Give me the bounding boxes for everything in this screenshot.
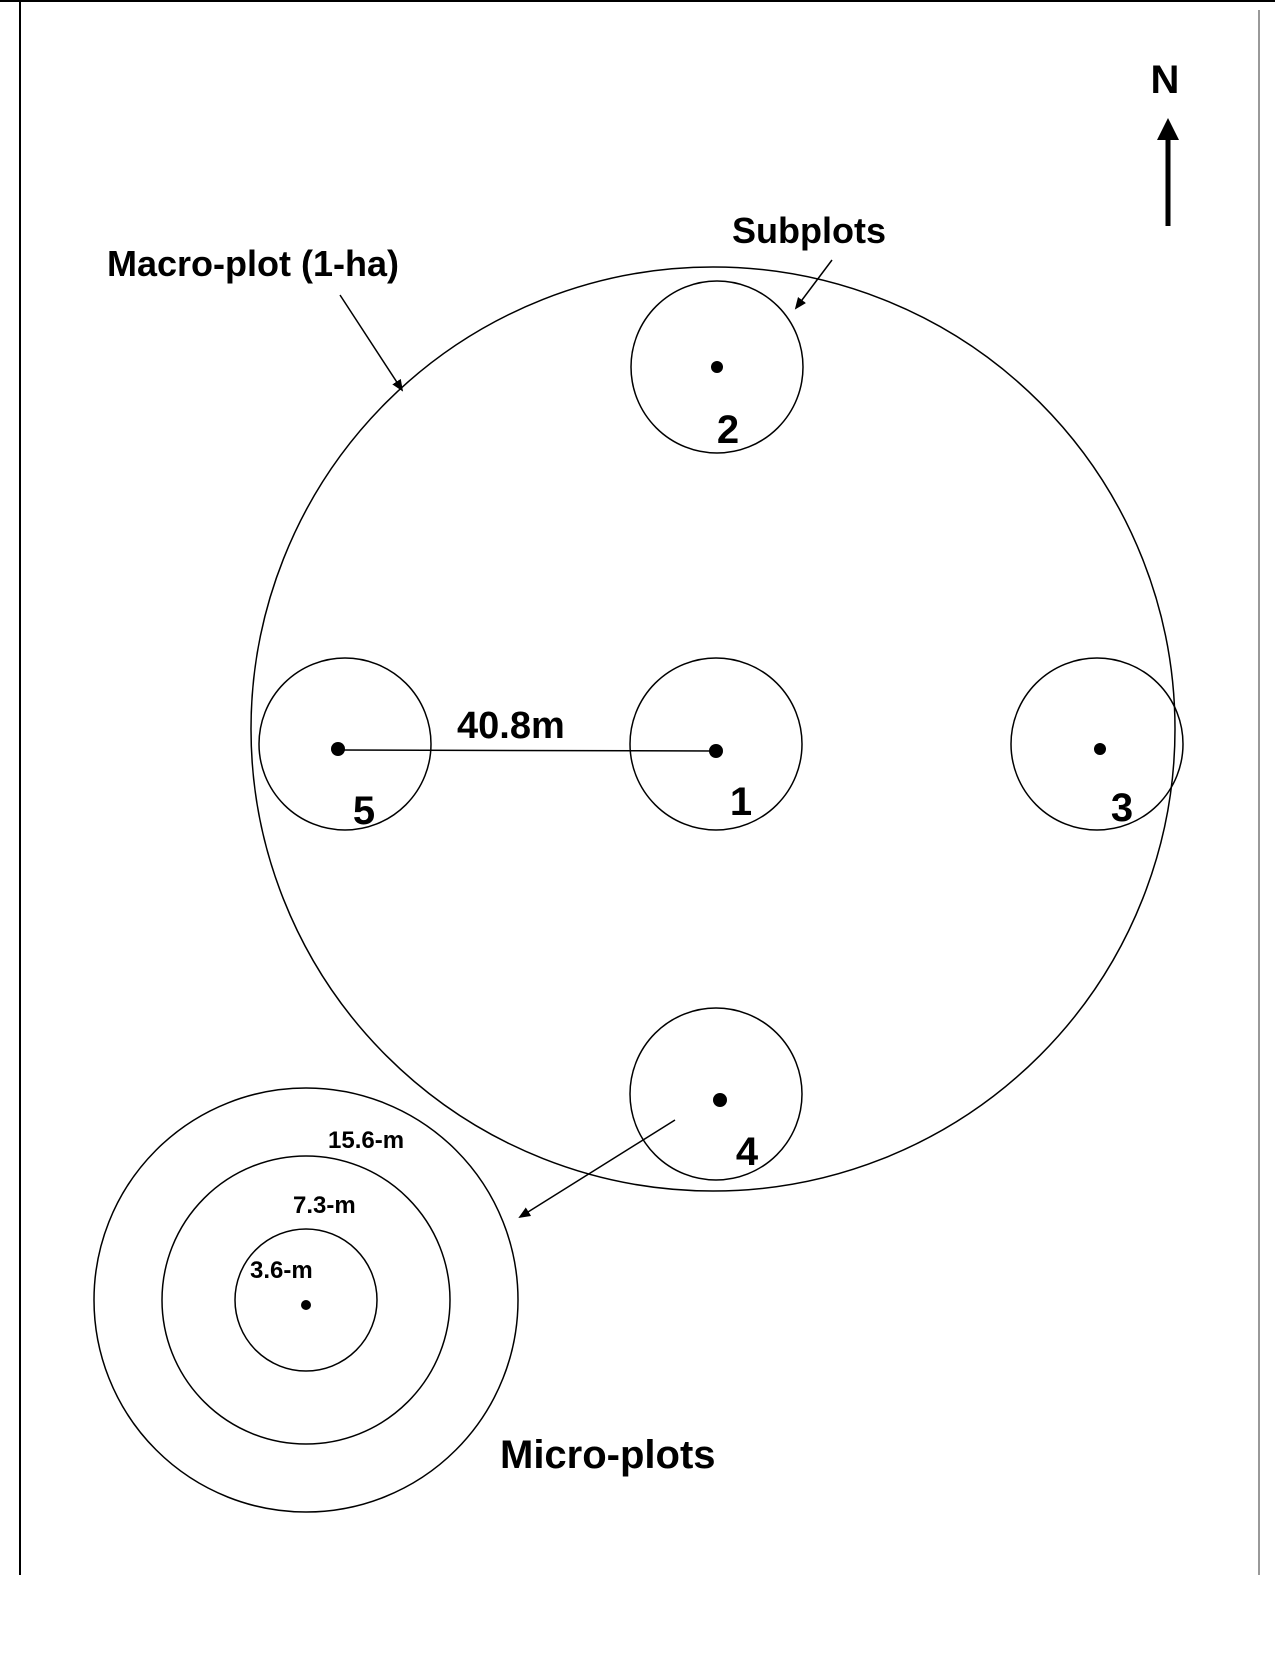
distance-line	[337, 749, 717, 752]
subplot-number: 4	[736, 1130, 759, 1174]
subplot-5: 5	[258, 657, 432, 833]
subplot-circle	[258, 657, 432, 831]
north-arrow-head-icon	[1157, 118, 1179, 140]
subplot-3: 3	[1010, 657, 1184, 831]
micro-plot-center-point	[301, 1300, 311, 1310]
micro-plot-middle-circle	[161, 1155, 451, 1445]
micro-plots-leader-arrow	[518, 1119, 676, 1219]
subplot-center-point	[713, 1093, 727, 1107]
north-label: N	[1151, 58, 1180, 102]
micro-plot-outer-circle	[93, 1087, 519, 1513]
subplot-2: 2	[630, 280, 804, 454]
subplot-number: 2	[717, 408, 739, 452]
subplots-leader-arrow	[794, 259, 833, 310]
subplot-number: 3	[1111, 786, 1133, 830]
north-arrow: N	[1151, 58, 1180, 226]
subplot-circle	[630, 280, 804, 454]
micro-plots-label: Micro-plots	[500, 1433, 716, 1477]
subplot-center-point	[711, 361, 723, 373]
subplot-number: 5	[353, 789, 375, 833]
micro-plots: 15.6-m 7.3-m 3.6-m	[93, 1087, 519, 1513]
subplot-1: 1	[629, 657, 803, 831]
micro-plot-radius-label: 15.6-m	[328, 1127, 404, 1154]
distance-label: 40.8m	[457, 705, 565, 747]
subplot-center-point	[1094, 743, 1106, 755]
subplots-label: Subplots	[732, 210, 886, 251]
subplot-circle	[1010, 657, 1184, 831]
micro-plot-inner-circle	[234, 1228, 378, 1372]
macro-plot-circle	[250, 266, 1176, 1192]
micro-plot-radius-label: 3.6-m	[250, 1257, 313, 1284]
micro-plot-radius-label: 7.3-m	[293, 1192, 356, 1219]
subplot-number: 1	[730, 780, 752, 824]
subplot-circle	[629, 657, 803, 831]
macro-plot-leader-arrow	[339, 294, 404, 392]
macro-plot-label: Macro-plot (1-ha)	[107, 243, 399, 284]
subplot-4: 4	[629, 1007, 803, 1181]
subplot-center-point	[331, 742, 345, 756]
subplot-circle	[629, 1007, 803, 1181]
